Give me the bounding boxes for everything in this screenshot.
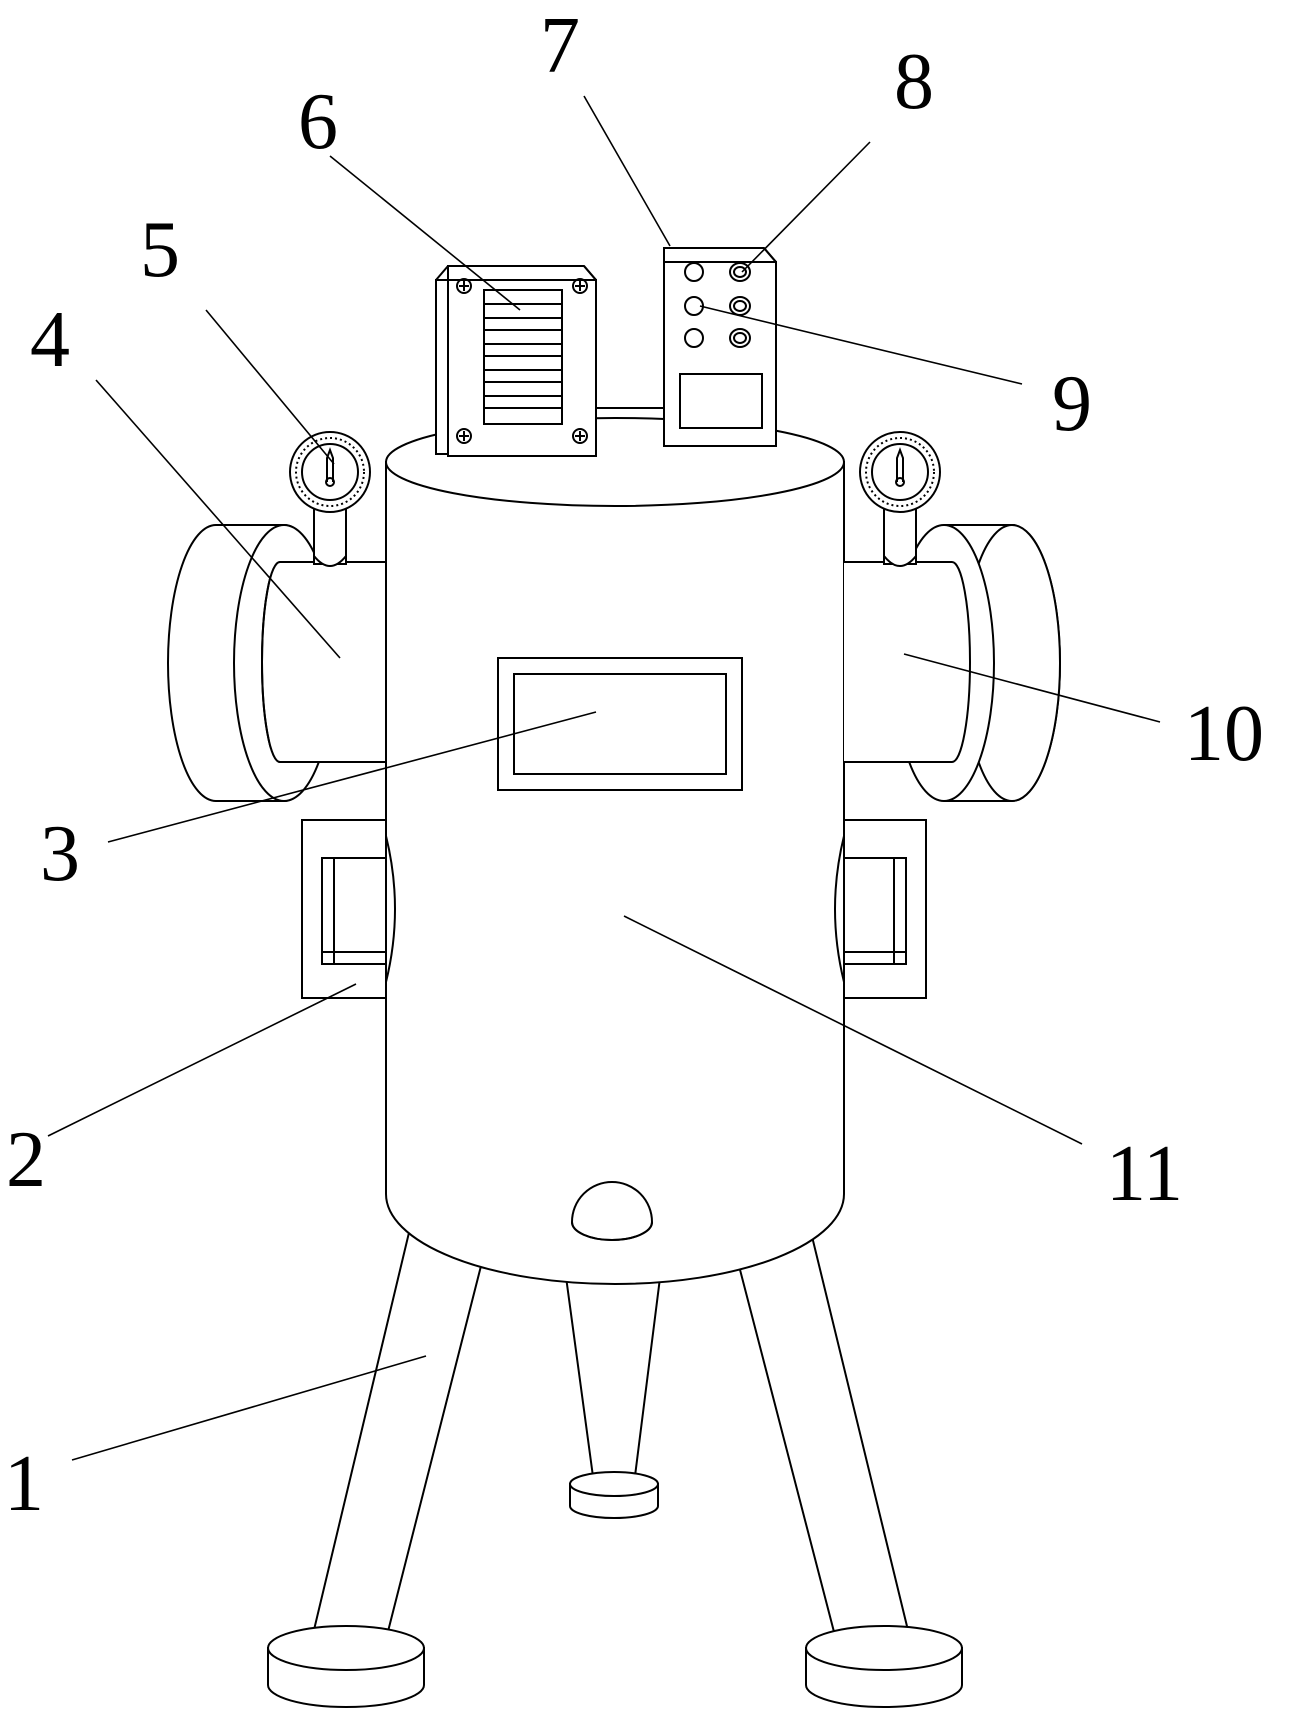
leader-4 xyxy=(95,379,341,659)
leader-9 xyxy=(699,305,1023,385)
leader-10 xyxy=(903,653,1161,723)
left-leg xyxy=(267,1218,484,1708)
display-screen xyxy=(679,373,763,429)
inlet-pipe xyxy=(167,524,387,802)
screws xyxy=(456,278,588,444)
vent-box xyxy=(435,265,597,457)
reference-numerals: 1 2 3 4 5 6 7 8 9 10 11 xyxy=(4,2,1264,1528)
label-9: 9 xyxy=(1052,360,1092,448)
label-8: 8 xyxy=(894,38,934,126)
right-leg xyxy=(736,1218,963,1708)
sight-window xyxy=(497,657,743,791)
label-2: 2 xyxy=(6,1116,46,1204)
leader-5 xyxy=(205,309,335,465)
right-clamp xyxy=(841,819,927,999)
control-panel xyxy=(663,247,777,447)
right-pressure-gauge xyxy=(859,431,941,567)
left-clamp xyxy=(301,819,387,999)
left-pressure-gauge xyxy=(289,431,371,567)
bottom-outlet xyxy=(562,1261,664,1519)
label-11: 11 xyxy=(1106,1130,1183,1218)
leader-3 xyxy=(107,711,597,843)
label-5: 5 xyxy=(140,206,180,294)
label-10: 10 xyxy=(1184,690,1264,778)
leader-1 xyxy=(71,1355,427,1461)
label-3: 3 xyxy=(40,810,80,898)
leader-lines xyxy=(47,95,1161,1461)
leader-2 xyxy=(47,983,357,1137)
outlet-pipe xyxy=(843,524,1061,802)
leader-8 xyxy=(741,141,871,273)
label-7: 7 xyxy=(540,2,580,90)
drain-plug xyxy=(570,1181,654,1241)
label-1: 1 xyxy=(4,1440,44,1528)
tank-body xyxy=(385,417,845,1285)
legs xyxy=(267,1218,963,1708)
leader-7 xyxy=(583,95,671,247)
leader-11 xyxy=(623,915,1083,1145)
leader-6 xyxy=(329,155,521,311)
vent-slats xyxy=(483,289,563,425)
label-6: 6 xyxy=(298,78,338,166)
label-4: 4 xyxy=(30,296,70,384)
